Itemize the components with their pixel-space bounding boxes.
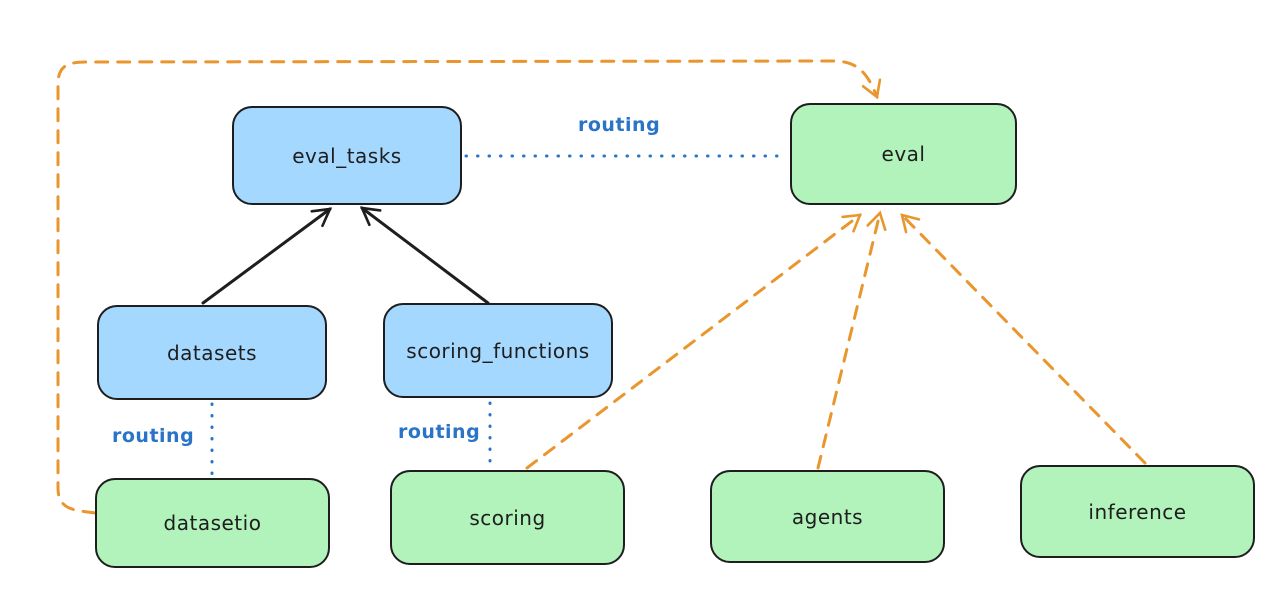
node-inference-label: inference [1088,499,1187,524]
edge-label-routing-scoring_functions-scoring: routing [398,421,481,443]
node-scoring-functions: scoring_functions [383,303,613,398]
edge-scoring_functions-to-eval_tasks [359,206,490,305]
edge-scoring-to-eval [525,213,863,470]
edge-inference-to-eval [900,213,1147,465]
node-eval-tasks: eval_tasks [232,106,462,205]
edge-label-routing-datasets-datasetio: routing [112,425,195,447]
node-inference: inference [1020,465,1255,558]
edge-label-routing-eval_tasks-eval: routing [578,114,661,136]
node-scoring-label: scoring [469,505,546,530]
node-eval-tasks-label: eval_tasks [292,143,402,168]
node-agents-label: agents [791,504,864,529]
edge-datasets-to-eval_tasks [201,207,333,305]
node-agents: agents [710,470,945,563]
node-datasetio-label: datasetio [163,511,262,535]
node-eval-label: eval [881,142,926,166]
node-datasets: datasets [97,305,327,400]
edge-datasetio-to-eval [56,59,882,515]
node-datasetio: datasetio [95,478,330,568]
node-scoring: scoring [390,470,625,565]
node-scoring-functions-label: scoring_functions [406,338,590,363]
node-eval: eval [790,103,1017,205]
node-datasets-label: datasets [166,340,258,365]
edge-agents-to-eval [816,210,887,470]
